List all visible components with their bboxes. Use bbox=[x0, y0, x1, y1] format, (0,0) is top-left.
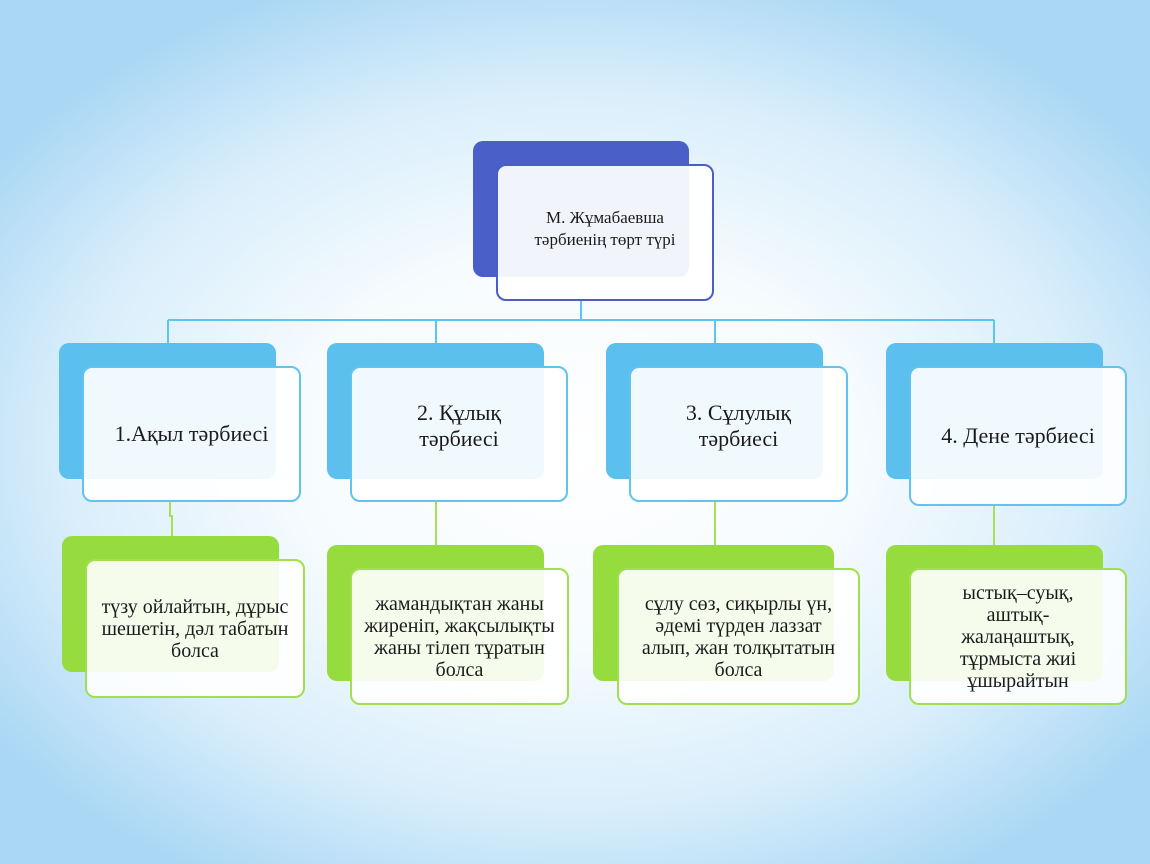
title-node: М. Жұмабаевша тәрбиенің төрт түрі bbox=[496, 164, 714, 301]
description-1-text: түзу ойлайтын, дұрыс шешетін, дәл табаты… bbox=[101, 595, 289, 662]
category-2-node: 2. Құлық тәрбиесі bbox=[350, 366, 568, 502]
category-4-node: 4. Дене тәрбиесі bbox=[909, 366, 1127, 506]
category-1-node: 1.Ақыл тәрбиесі bbox=[82, 366, 301, 502]
description-3-text: сұлу сөз, сиқырлы үн, әдемі түрден лазза… bbox=[641, 592, 836, 681]
description-1-node: түзу ойлайтын, дұрыс шешетін, дәл табаты… bbox=[85, 559, 305, 698]
category-4-label: 4. Дене тәрбиесі bbox=[941, 423, 1095, 448]
description-4-node: ыстық–суық, аштық-жалаңаштық, тұрмыста ж… bbox=[909, 568, 1127, 705]
diagram-title: М. Жұмабаевша тәрбиенің төрт түрі bbox=[534, 207, 676, 249]
description-4-text: ыстық–суық, аштық-жалаңаштық, тұрмыста ж… bbox=[959, 581, 1077, 692]
description-2-text: жамандықтан жаны жиреніп, жақсылықты жан… bbox=[364, 592, 555, 681]
category-3-label: 3. Сұлулық тәрбиесі bbox=[685, 400, 792, 451]
description-2-node: жамандықтан жаны жиреніп, жақсылықты жан… bbox=[350, 568, 569, 705]
category-1-label: 1.Ақыл тәрбиесі bbox=[114, 421, 269, 446]
category-3-node: 3. Сұлулық тәрбиесі bbox=[629, 366, 848, 502]
description-3-node: сұлу сөз, сиқырлы үн, әдемі түрден лазза… bbox=[617, 568, 860, 705]
category-2-label: 2. Құлық тәрбиесі bbox=[416, 400, 502, 451]
